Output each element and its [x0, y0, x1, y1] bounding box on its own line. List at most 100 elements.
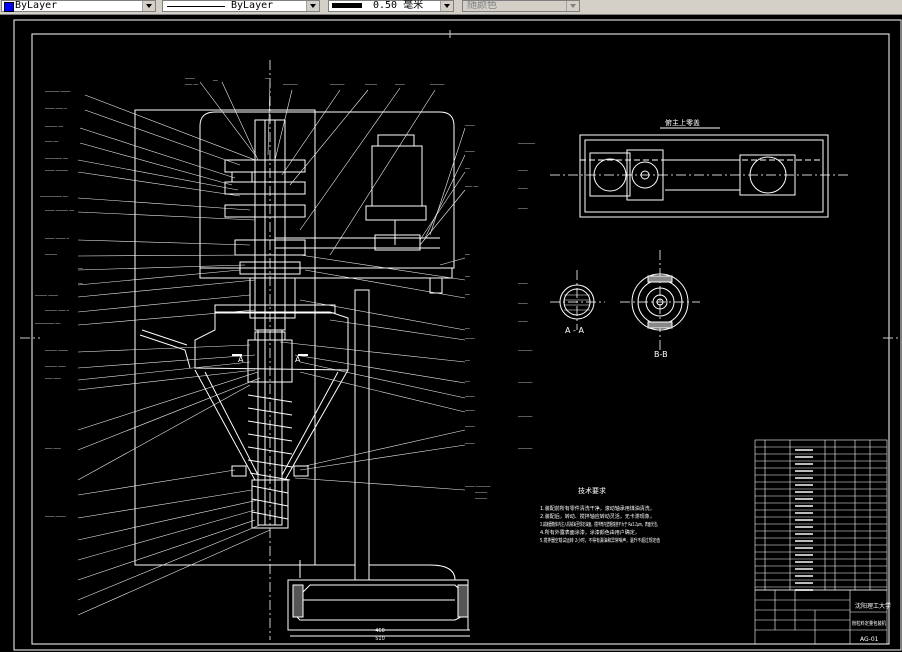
- svg-text:────: ────: [517, 301, 528, 306]
- parts-list-cell-text: [795, 554, 813, 556]
- svg-text:────: ────: [464, 149, 475, 154]
- svg-text:─────── ──: ─────── ──: [44, 156, 69, 161]
- technical-requirements: 技术要求 1.装配前所有零件清洗干净，滚动轴承用煤油清洗， 2.装配后，转动、搅…: [540, 486, 660, 544]
- chevron-down-icon[interactable]: [440, 1, 453, 11]
- parts-list-cell-text: [795, 498, 813, 500]
- svg-text:──: ──: [464, 358, 470, 363]
- parts-list-cell-text: [795, 449, 813, 451]
- section-marker-left: A: [238, 355, 244, 364]
- parts-list-cell-text: [795, 463, 813, 465]
- svg-text:──── ─────: ──── ─────: [44, 168, 69, 173]
- tech-req-line-5: 5.搅拌器空载试运转 2小时，不得有漏油和异常噪声，温升不超过规定值: [540, 537, 660, 544]
- section-marker-right: A: [295, 355, 301, 364]
- parts-list-cell-text: [795, 561, 813, 563]
- linetype-control-value: ByLayer: [231, 0, 274, 11]
- tech-req-line-2: 2.装配后，转动、搅拌轴应转动灵活，无卡滞现象，: [540, 513, 655, 520]
- svg-text:───────── ──: ───────── ──: [39, 194, 68, 199]
- linetype-control-dropdown[interactable]: ByLayer: [162, 0, 320, 12]
- outlet-tube: [251, 479, 289, 529]
- title-block-drawing-name: 粉粒料定量包装机: [852, 620, 886, 627]
- parts-list-cell-text: [795, 512, 813, 514]
- lineweight-control-dropdown[interactable]: 0.50 毫米: [328, 0, 454, 12]
- top-view: 俯主上零盖: [579, 118, 829, 218]
- feed-pipe: [139, 334, 191, 369]
- parts-list-cell-text: [795, 456, 813, 458]
- top-housing: [199, 111, 455, 269]
- color-control-dropdown[interactable]: ByLayer: [1, 0, 156, 12]
- tech-req-line-4: 4.所有外露表面涂漆，涂漆颜色由用户确定，: [540, 529, 640, 536]
- svg-text:────: ────: [517, 206, 528, 211]
- parts-list-cell-text: [795, 477, 813, 479]
- linetype-swatch-icon: [167, 6, 225, 7]
- section-bb-label: B-B: [654, 350, 668, 359]
- svg-text:────: ────: [184, 76, 195, 81]
- svg-text:────: ────: [517, 168, 528, 173]
- svg-text:───── ─── ─: ───── ─── ─: [44, 308, 70, 313]
- hopper-top: [194, 311, 349, 371]
- svg-text:───────: ───────: [517, 141, 535, 146]
- svg-text:──: ──: [77, 281, 83, 286]
- svg-text:────: ────: [464, 424, 475, 429]
- part-labels-top: ──── ─── ── ── ── ────── ────── ───── ──…: [184, 76, 445, 87]
- svg-text:──: ──: [464, 166, 470, 171]
- leader-lines-right: [279, 127, 466, 491]
- parts-list-cell-text: [795, 582, 813, 584]
- parts-list-cell-text: [795, 505, 813, 507]
- tech-req-line-1: 1.装配前所有零件清洗干净，滚动轴承用煤油清洗，: [540, 505, 655, 512]
- title-block-school: 沈阳理工大学: [855, 602, 891, 610]
- chevron-down-icon[interactable]: [306, 1, 319, 11]
- tech-req-line-3: 3.减速器箱体内注入机械油至规定油面，搅拌筒内壁粗糙度不大于 Ra3.2μm，表…: [540, 521, 660, 528]
- svg-text:──: ──: [464, 379, 470, 384]
- screw-shaft: [257, 329, 283, 526]
- lineweight-swatch-icon: [332, 3, 362, 8]
- section-aa-label: A - A: [565, 326, 584, 335]
- svg-text:────── ────: ────── ────: [44, 89, 71, 94]
- svg-text:───── ────: ───── ────: [34, 293, 59, 298]
- section-bb-view: B-B: [631, 273, 689, 359]
- part-labels-left: ────── ──── ──── ─── ─ ───── ── ─── ── ─…: [34, 89, 83, 519]
- svg-text:──: ──: [464, 274, 470, 279]
- parts-list-cell-text: [795, 484, 813, 486]
- drawing-canvas[interactable]: 460 510: [0, 14, 902, 652]
- parts-list-cell-text: [795, 519, 813, 521]
- svg-text:460: 460: [375, 628, 385, 634]
- color-control-value: ByLayer: [15, 0, 58, 11]
- parts-list-table: [754, 439, 888, 591]
- svg-text:──────: ──────: [282, 82, 298, 87]
- part-labels-right: ──── ──── ── ─── ── ── ── ── ── ──── ── …: [464, 123, 535, 501]
- svg-text:──── ─── ─: ──── ─── ─: [44, 106, 67, 111]
- svg-text:──────── ──: ──────── ──: [34, 321, 61, 326]
- svg-text:──: ──: [212, 78, 218, 83]
- parts-list-cell-text: [795, 526, 813, 528]
- svg-text:────: ────: [464, 336, 475, 341]
- properties-toolbar: ByLayer ByLayer 0.50 毫米 随颜色: [0, 0, 902, 15]
- base-plate: [199, 267, 453, 279]
- svg-text:──────: ──────: [429, 82, 445, 87]
- svg-text:────: ────: [464, 123, 475, 128]
- svg-text:────: ────: [517, 281, 528, 286]
- svg-text:────: ────: [464, 441, 475, 446]
- sheet-outer-border: [13, 19, 902, 651]
- leader-lines-left: [77, 94, 271, 616]
- svg-text:─── ──: ─── ──: [184, 82, 199, 87]
- parts-list-cell-text: [795, 547, 813, 549]
- svg-text:─── ──: ─── ──: [44, 139, 59, 144]
- svg-text:───── ───: ───── ───: [44, 364, 66, 369]
- svg-text:────: ────: [517, 186, 528, 191]
- svg-text:──── ────: ──── ────: [44, 514, 66, 519]
- parts-list-cell-text: [795, 568, 813, 570]
- svg-text:───── ──: ───── ──: [44, 124, 64, 129]
- svg-text:──────: ──────: [517, 446, 533, 451]
- svg-text:─── ───: ─── ───: [44, 446, 61, 451]
- svg-text:─────: ─────: [364, 82, 378, 87]
- base-tray: [287, 579, 469, 631]
- chevron-down-icon: [566, 1, 579, 11]
- svg-text:────: ────: [394, 82, 405, 87]
- title-block: 沈阳理工大学 粉粒料定量包装机 AG-01: [754, 589, 891, 645]
- lineweight-control-value: 0.50 毫米: [373, 0, 424, 11]
- machine-frame: [134, 109, 316, 566]
- plotstyle-control-dropdown: 随颜色: [462, 0, 580, 12]
- chevron-down-icon[interactable]: [142, 1, 155, 11]
- parts-list-cell-text: [795, 470, 813, 472]
- svg-text:──────: ──────: [517, 414, 533, 419]
